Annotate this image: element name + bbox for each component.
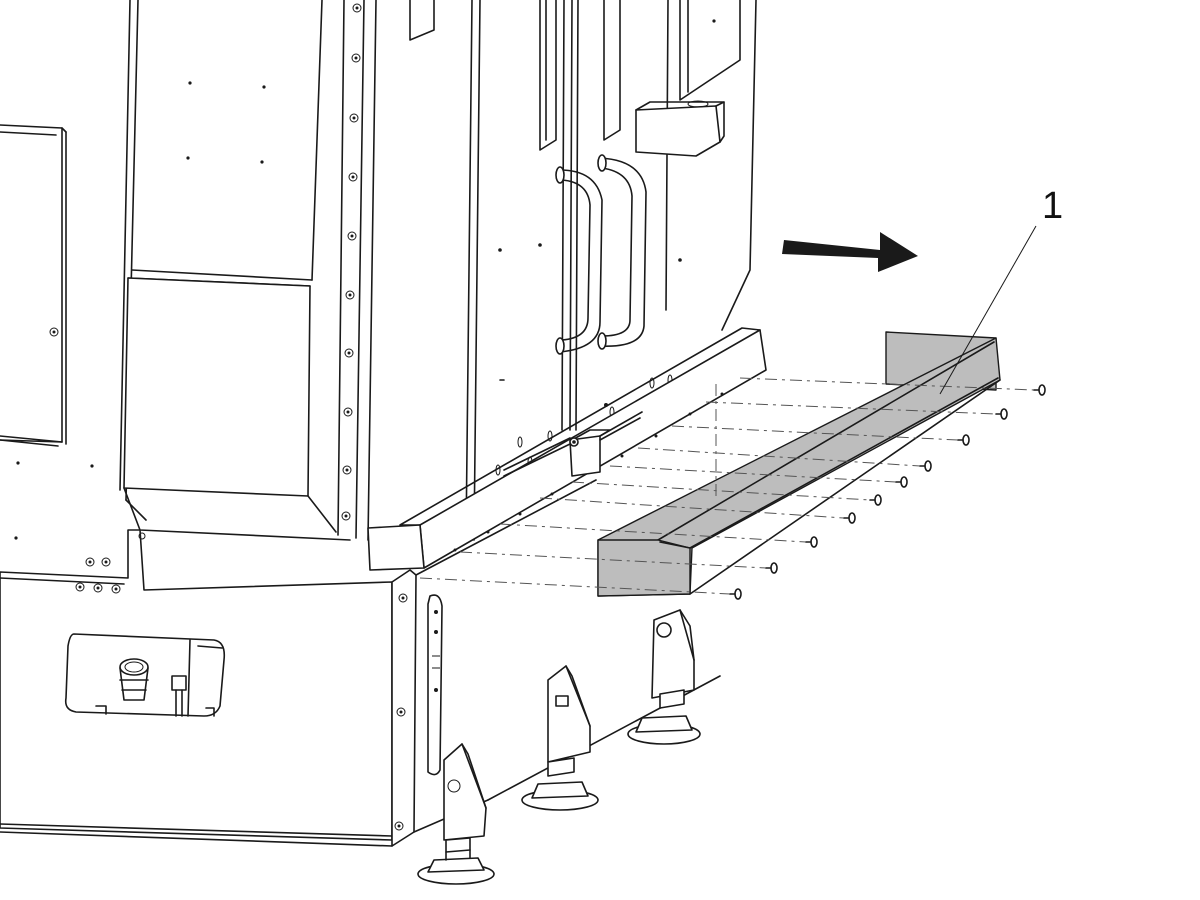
machine-doors [409,0,757,541]
leveling-foot-3 [627,609,701,745]
arrow-right-icon [782,232,918,272]
leveling-foot-2 [521,665,599,811]
left-side-cabinet [0,124,67,447]
access-window [64,633,226,717]
door-handles [555,154,647,355]
callout-1: 1 [939,185,1063,395]
main-left-panel [119,0,351,541]
leveling-foot-1 [417,743,495,885]
door-edge-strip [337,0,377,541]
top-bracket [635,100,725,157]
callout-label: 1 [1042,185,1063,227]
alignment-lines [419,377,1035,595]
screws [729,384,1046,600]
hinge-plate [427,594,443,776]
bottom-trim-panel [597,331,1001,597]
base-rail [367,327,767,571]
